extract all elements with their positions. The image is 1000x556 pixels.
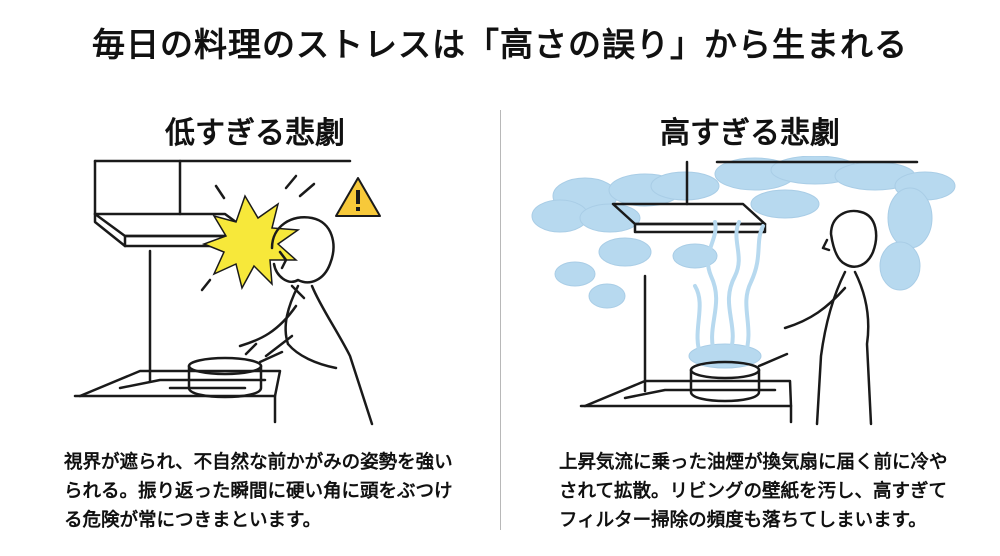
back-outline xyxy=(853,270,873,426)
low-hood-panel: 低すぎる悲劇 xyxy=(20,100,490,550)
head-outline xyxy=(829,209,878,268)
impact-lines-icon xyxy=(200,174,316,300)
head-bump-effect xyxy=(200,174,381,300)
counter xyxy=(579,379,793,424)
high-hood-heading: 高すぎる悲劇 xyxy=(660,116,840,151)
stooping-person xyxy=(187,216,374,426)
arm-outline xyxy=(783,286,847,330)
range-hood xyxy=(611,202,767,234)
low-hood-heading: 低すぎる悲劇 xyxy=(165,116,345,151)
counter xyxy=(73,369,282,424)
pot-icon xyxy=(689,352,789,403)
high-hood-illustration xyxy=(515,156,985,436)
page-title: 毎日の料理のストレスは「高さの誤り」から生まれる xyxy=(92,25,908,64)
back-outline xyxy=(310,284,374,426)
low-hood-illustration xyxy=(20,156,490,436)
high-hood-panel: 高すぎる悲劇 xyxy=(515,100,985,550)
smoke-wisps-icon xyxy=(693,220,765,358)
high-hood-caption: 上昇気流に乗った油煙が換気扇に届く前に冷やされて拡散。リビングの壁紙を汚し、高す… xyxy=(559,452,948,531)
pot-icon xyxy=(187,334,294,399)
column-divider xyxy=(500,110,501,530)
warning-triangle-icon xyxy=(335,177,381,217)
low-hood-caption: 視界が遮られ、不自然な前かがみの姿勢を強いられる。振り返った瞬間に硬い角に頭をぶ… xyxy=(64,452,453,531)
impact-burst-icon xyxy=(201,194,301,291)
standing-person xyxy=(689,209,878,426)
head-outline xyxy=(270,216,335,284)
arm-outline xyxy=(238,304,298,348)
